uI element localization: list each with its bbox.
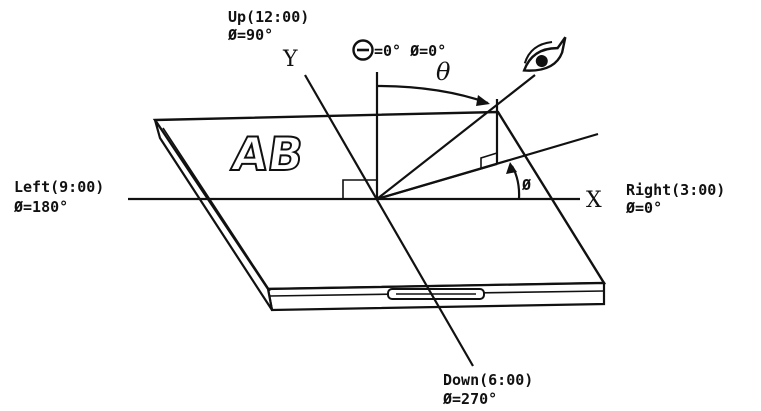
label-left-phi: Ø=180° xyxy=(13,198,68,216)
label-right: Right(3:00) xyxy=(626,181,725,199)
theta-arrowhead xyxy=(476,95,490,106)
label-normal: =0° Ø=0° xyxy=(374,42,446,60)
label-theta: θ xyxy=(436,58,451,86)
y-axis-line xyxy=(304,74,474,367)
label-phi: Ø xyxy=(521,176,531,194)
panel-left-edge xyxy=(153,119,274,311)
label-up-phi: Ø=90° xyxy=(227,26,273,44)
label-axis-x: X xyxy=(586,188,602,213)
label-right-phi: Ø=0° xyxy=(625,199,662,217)
view-ray xyxy=(376,74,536,200)
lcd-panel xyxy=(152,110,607,312)
label-up: Up(12:00) xyxy=(228,8,309,26)
label-axis-y: Y xyxy=(282,47,298,72)
circled-minus-icon xyxy=(352,39,374,61)
panel-top-surface xyxy=(152,110,607,291)
label-down: Down(6:00) xyxy=(443,371,533,389)
panel-label-ab: AB xyxy=(229,127,307,181)
eye-icon xyxy=(522,36,567,72)
label-left: Left(9:00) xyxy=(14,178,104,196)
theta-arc xyxy=(376,84,489,105)
label-down-phi: Ø=270° xyxy=(442,390,497,408)
phi-arrowhead xyxy=(506,162,517,174)
